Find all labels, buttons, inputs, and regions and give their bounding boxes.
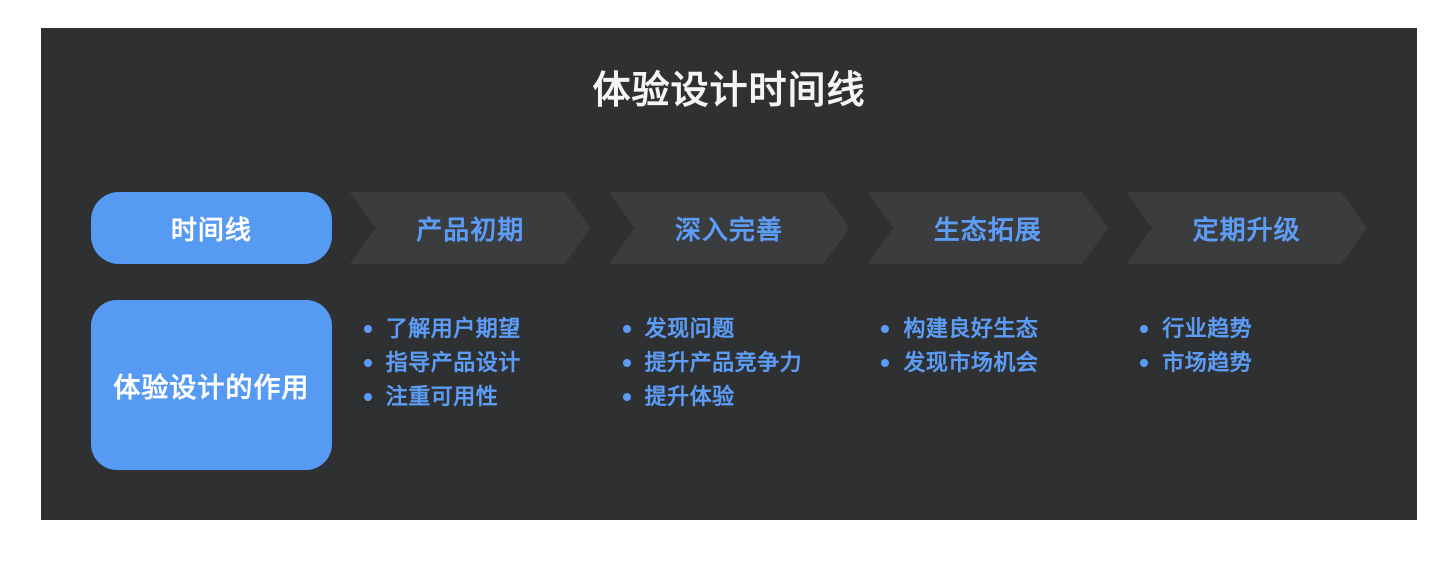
bullet-item: 指导产品设计: [363, 346, 591, 380]
role-box: 体验设计的作用: [91, 300, 332, 470]
bullet-item: 发现市场机会: [881, 346, 1108, 380]
column-deep-improve: 发现问题 提升产品竞争力 提升体验: [609, 300, 850, 414]
column-regular-upgrade: 行业趋势 市场趋势: [1126, 300, 1367, 380]
bullet-list: 了解用户期望 指导产品设计 注重可用性: [350, 300, 591, 414]
column-product-early: 了解用户期望 指导产品设计 注重可用性: [350, 300, 591, 414]
bullet-item: 注重可用性: [363, 380, 591, 414]
stage-chevron-regular-upgrade: 定期升级: [1126, 192, 1367, 264]
bullet-item: 构建良好生态: [881, 312, 1108, 346]
bullet-list: 构建良好生态 发现市场机会: [867, 300, 1108, 380]
column-ecosystem-expand: 构建良好生态 发现市场机会: [867, 300, 1108, 380]
stage-chevron-deep-improve: 深入完善: [609, 192, 850, 264]
bullet-item: 市场趋势: [1140, 346, 1367, 380]
bullet-item: 提升体验: [622, 380, 850, 414]
stage-chevron-product-early: 产品初期: [350, 192, 591, 264]
timeline-stage-row: 时间线 产品初期 深入完善 生态拓展 定期升级: [91, 192, 1367, 264]
stage-pill-timeline: 时间线: [91, 192, 332, 264]
bullet-item: 行业趋势: [1140, 312, 1367, 346]
slide-panel: 体验设计时间线 时间线 产品初期 深入完善 生态拓展 定期升级 体验设计的作用 …: [41, 28, 1417, 520]
bullet-item: 了解用户期望: [363, 312, 591, 346]
timeline-content-row: 体验设计的作用 了解用户期望 指导产品设计 注重可用性 发现问题 提升产品竞争力…: [91, 300, 1367, 470]
bullet-item: 发现问题: [622, 312, 850, 346]
bullet-item: 提升产品竞争力: [622, 346, 850, 380]
stage-chevron-ecosystem-expand: 生态拓展: [867, 192, 1108, 264]
bullet-list: 行业趋势 市场趋势: [1126, 300, 1367, 380]
bullet-list: 发现问题 提升产品竞争力 提升体验: [609, 300, 850, 414]
page-title: 体验设计时间线: [592, 70, 866, 112]
